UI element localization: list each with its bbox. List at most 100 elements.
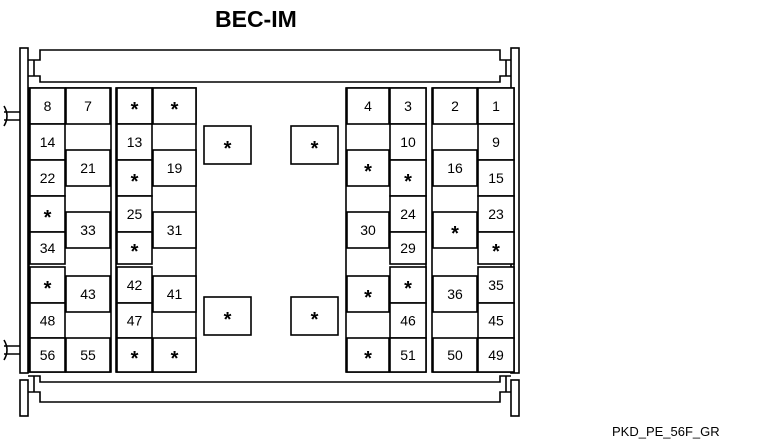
fuse-slot-label: 9 (492, 134, 500, 150)
fuse-slot-label: * (404, 171, 412, 193)
fuse-slot-label: 34 (40, 240, 56, 256)
fuse-slot-box (346, 337, 390, 373)
fuse-slot-34: 34 (29, 231, 66, 265)
fuse-slot-box (389, 87, 427, 125)
fuse-slot-label: 50 (447, 347, 463, 363)
fuse-slot-box (290, 125, 339, 165)
fuse-slot-label: 41 (167, 286, 183, 302)
fuse-slot-unused: * (389, 159, 427, 197)
fuse-slot-box (116, 195, 153, 233)
top-bracket-inner (28, 75, 511, 83)
fuse-slot-48: 48 (29, 302, 66, 339)
fuse-slot-50: 50 (432, 337, 478, 373)
fuse-slot-label: * (311, 309, 319, 331)
fuse-slot-42: 42 (116, 266, 153, 304)
fuse-slot-box (346, 275, 390, 313)
fuse-slot-box (389, 337, 427, 373)
fuse-slot-47: 47 (116, 302, 153, 339)
fuse-slot-55: 55 (65, 337, 111, 373)
fuse-slot-box (203, 125, 252, 165)
fuse-slot-label: 8 (44, 98, 52, 114)
fuse-slot-box (477, 123, 515, 161)
fuse-slot-label: 42 (127, 277, 143, 293)
fuse-slot-45: 45 (477, 302, 515, 339)
fuse-slot-box (346, 211, 390, 249)
fuse-slot-label: 33 (80, 222, 96, 238)
fuse-slot-unused: * (116, 231, 153, 265)
fuse-slot-label: 2 (451, 98, 459, 114)
fuse-slot-8: 8 (29, 87, 66, 125)
fuse-slot-label: 22 (40, 170, 56, 186)
fuse-slot-label: 49 (488, 347, 504, 363)
fuse-slot-unused: * (290, 296, 339, 336)
fuse-slot-unused: * (29, 266, 66, 304)
bottom-bracket-inner (28, 375, 511, 383)
fuse-slot-box (152, 275, 197, 313)
fuse-slot-25: 25 (116, 195, 153, 233)
fuse-slot-3: 3 (389, 87, 427, 125)
reference-code: PKD_PE_56F_GR (612, 424, 720, 439)
fuse-slot-label: * (364, 287, 372, 309)
fuse-slot-41: 41 (152, 275, 197, 313)
fuse-slot-label: 55 (80, 347, 96, 363)
fuse-slot-box (290, 296, 339, 336)
fuse-slot-box (65, 211, 111, 249)
fuse-slot-label: 29 (400, 240, 416, 256)
fuse-slot-13: 13 (116, 123, 153, 161)
fuse-slot-2: 2 (432, 87, 478, 125)
fuse-slot-label: 48 (40, 313, 56, 329)
fuse-slot-29: 29 (389, 231, 427, 265)
left-rail-lower (19, 379, 29, 417)
fuse-slot-box (432, 149, 478, 187)
fuse-slot-box (152, 337, 197, 373)
fuse-slot-box (432, 211, 478, 249)
fuse-slot-1: 1 (477, 87, 515, 125)
fuse-slot-21: 21 (65, 149, 111, 187)
fuse-slot-box (116, 231, 153, 265)
fuse-slot-unused: * (432, 211, 478, 249)
fuse-slot-label: * (131, 348, 139, 370)
fuse-slot-unused: * (116, 337, 153, 373)
fuse-slot-31: 31 (152, 211, 197, 249)
fuse-slot-label: 23 (488, 206, 504, 222)
fuse-slot-label: 24 (400, 206, 416, 222)
fuse-slot-19: 19 (152, 149, 197, 187)
fuse-slot-unused: * (346, 275, 390, 313)
fuse-slot-box (116, 266, 153, 304)
fuse-slot-label: 16 (447, 160, 463, 176)
fuse-slot-unused: * (203, 296, 252, 336)
fuse-slot-label: 30 (360, 222, 376, 238)
fuse-slot-4: 4 (346, 87, 390, 125)
fuse-slot-label: * (364, 348, 372, 370)
fuse-slot-label: 21 (80, 160, 96, 176)
fuse-slot-56: 56 (29, 337, 66, 373)
fuse-slot-box (477, 266, 515, 304)
fuse-slot-box (203, 296, 252, 336)
fuse-slot-box (116, 302, 153, 339)
fuse-slot-15: 15 (477, 159, 515, 197)
fuse-slot-46: 46 (389, 302, 427, 339)
fuse-slot-label: 47 (127, 313, 143, 329)
fuse-slot-label: * (364, 161, 372, 183)
left-tab-top (3, 105, 20, 127)
fuse-slot-label: * (44, 278, 52, 300)
fuse-slot-box (346, 149, 390, 187)
fuse-slot-36: 36 (432, 275, 478, 313)
fuse-slot-label: * (131, 99, 139, 121)
fuse-slot-label: 10 (400, 134, 416, 150)
fuse-slot-label: 36 (447, 286, 463, 302)
fuse-slot-box (116, 123, 153, 161)
right-rail-lower (510, 379, 520, 417)
fuse-slot-box (65, 87, 111, 125)
fuse-slot-label: 46 (400, 313, 416, 329)
fuse-slot-box (116, 337, 153, 373)
fuse-slot-label: 14 (40, 134, 56, 150)
fuse-slot-label: * (311, 138, 319, 160)
fuse-slot-9: 9 (477, 123, 515, 161)
fuse-slot-unused: * (477, 231, 515, 265)
fuse-slot-unused: * (203, 125, 252, 165)
fuse-slot-box (29, 302, 66, 339)
fuse-slot-23: 23 (477, 195, 515, 233)
